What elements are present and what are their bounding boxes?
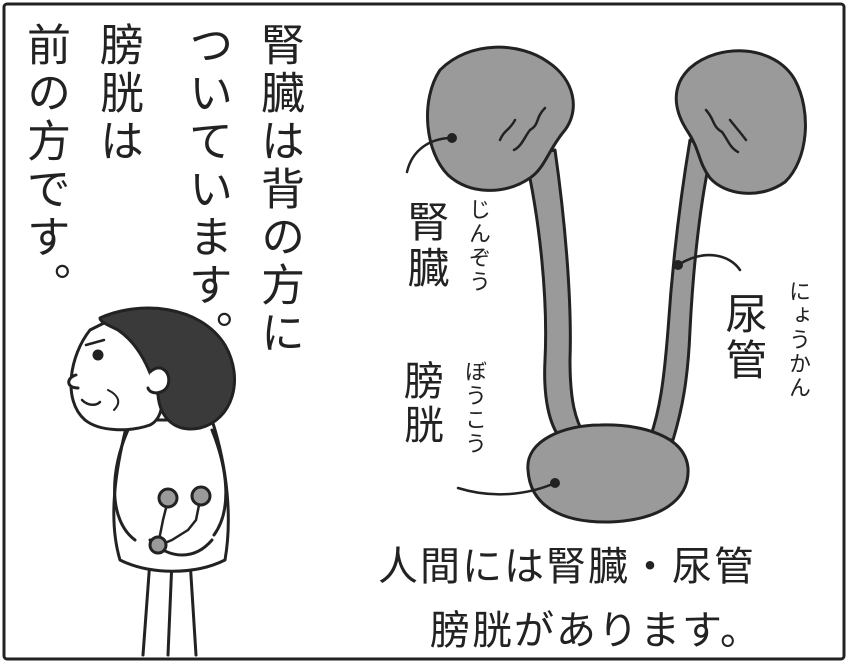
kidney-reading: じんぞう xyxy=(465,198,490,294)
narration-column-4: 前の方です。 xyxy=(19,22,70,310)
kidney-label: 腎臓 xyxy=(401,200,450,292)
ureter-reading: にょうかん xyxy=(785,280,810,400)
bladder-label: 膀胱 xyxy=(397,360,443,448)
narration-column-1: 腎臓は背の方に xyxy=(253,22,304,358)
bladder-reading: ぼうこう xyxy=(461,360,486,456)
left-kidney xyxy=(426,45,575,192)
kidney-pointer-line xyxy=(405,136,454,174)
ureter-label: 尿管 xyxy=(719,292,768,384)
character-illustration xyxy=(67,306,236,657)
bladder xyxy=(526,423,690,524)
left-ureter xyxy=(523,148,587,440)
right-ureter xyxy=(648,138,714,442)
ureter-pointer-line xyxy=(676,253,742,272)
caption-line-1: 人間には腎臓・尿管 xyxy=(378,544,756,590)
bladder-pointer-line xyxy=(456,481,557,496)
caption-line-2: 膀胱があります。 xyxy=(430,608,762,654)
right-kidney xyxy=(674,49,807,195)
urinary-system-diagram xyxy=(426,45,807,524)
narration-column-3: 膀胱は xyxy=(92,22,143,166)
narration-column-2: ついています。 xyxy=(181,22,232,358)
